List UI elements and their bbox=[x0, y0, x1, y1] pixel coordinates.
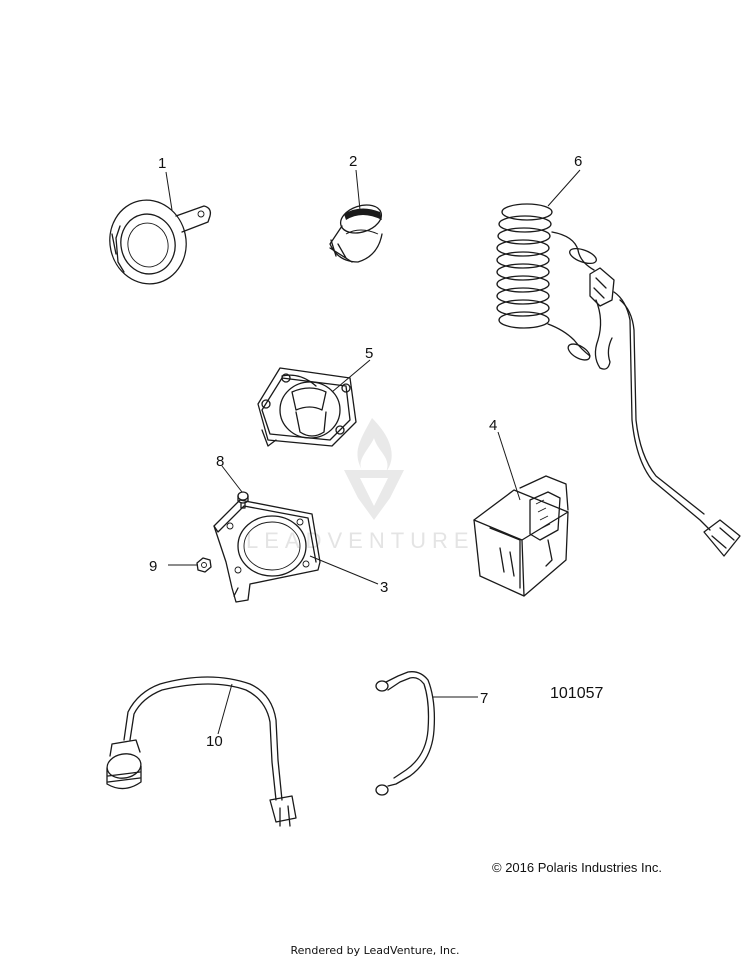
power-outlet-icon bbox=[329, 204, 383, 263]
coiled-tether-icon bbox=[496, 203, 741, 557]
callout-7: 7 bbox=[480, 690, 488, 707]
callout-1: 1 bbox=[158, 155, 166, 172]
callout-6: 6 bbox=[574, 153, 582, 170]
callout-4: 4 bbox=[489, 417, 497, 434]
nut-icon bbox=[196, 557, 212, 573]
outlet-harness-icon bbox=[106, 676, 297, 827]
callout-2: 2 bbox=[349, 153, 357, 170]
relay-connector-icon bbox=[473, 475, 569, 597]
copyright-notice: © 2016 Polaris Industries Inc. bbox=[492, 860, 662, 875]
horn-icon bbox=[109, 199, 212, 285]
ground-cable-icon bbox=[375, 671, 436, 796]
callout-10: 10 bbox=[206, 733, 223, 750]
battery-switch-icon bbox=[257, 367, 357, 447]
footer-credit: Rendered by LeadVenture, Inc. bbox=[290, 944, 460, 957]
callout-8: 8 bbox=[216, 453, 224, 470]
callout-3: 3 bbox=[380, 579, 388, 596]
diagram-reference-number: 101057 bbox=[550, 685, 604, 702]
mounting-bracket-icon bbox=[213, 499, 321, 603]
watermark-text: LEADVENTURE bbox=[246, 528, 475, 553]
callout-9: 9 bbox=[149, 558, 157, 575]
watermark-logo: LEADVENTURE bbox=[246, 418, 475, 553]
callout-5: 5 bbox=[365, 345, 373, 362]
leader-lines bbox=[165, 169, 581, 735]
